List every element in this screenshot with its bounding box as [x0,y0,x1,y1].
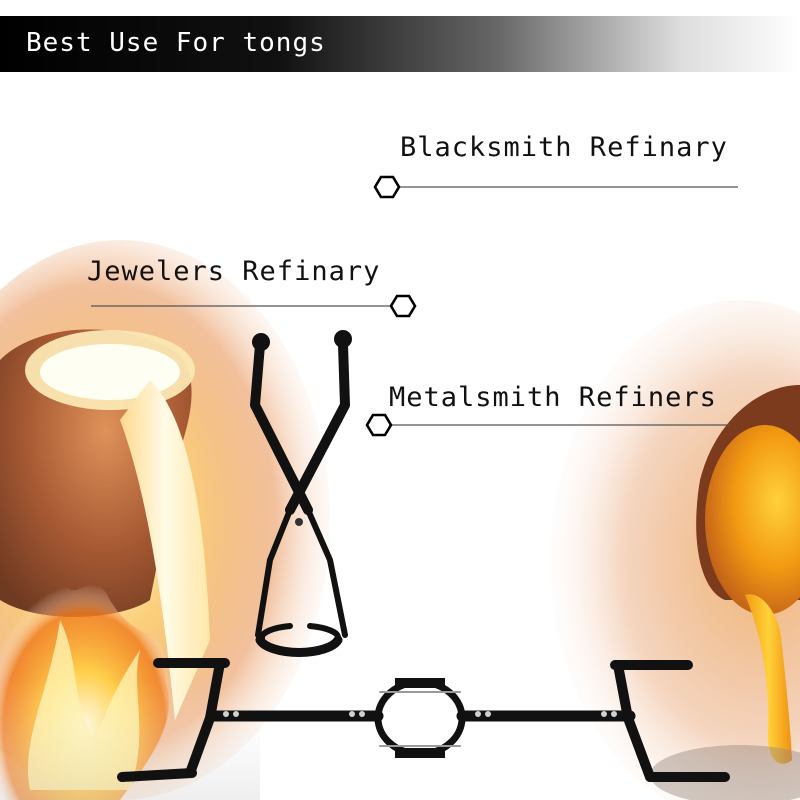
right-molten-stream [745,594,792,764]
banner-title: Best Use For tongs [26,28,326,58]
title-banner: Best Use For tongs [0,16,800,72]
hexagon-bullet-icon [365,413,393,437]
leader-lines [91,186,738,426]
use-label-metalsmith: Metalsmith Refiners [389,382,717,413]
use-label-jewelers: Jewelers Refinary [87,256,381,287]
tongs-icon [250,330,352,657]
hexagon-bullet-icon [373,175,401,199]
left-pour-photo [0,240,330,800]
shank-ring-icon [117,658,730,782]
right-pour-photo [550,300,800,800]
hexagon-bullet-icon [389,294,417,318]
use-label-blacksmith: Blacksmith Refinary [400,132,728,163]
molten-stream [120,380,210,720]
